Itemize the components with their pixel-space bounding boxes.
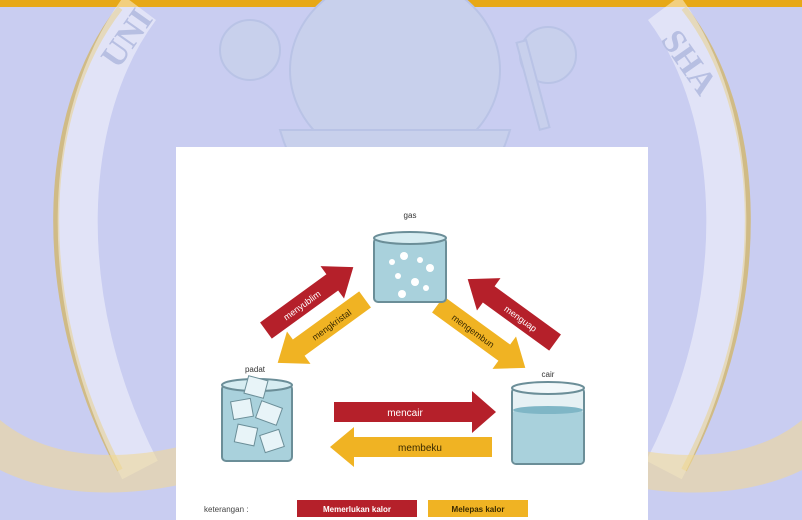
label-mencair: mencair [387,408,423,419]
label-membeku: membeku [398,443,442,454]
gas-beaker-body [374,238,446,302]
label-cair: cair [542,370,555,379]
legend-title: keterangan : [204,505,248,514]
beaker-cair: cair [512,370,584,464]
legend-absorb-label: Memerlukan kalor [323,505,391,514]
label-gas: gas [404,211,417,220]
legend-release-label: Melepas kalor [452,505,505,514]
label-padat: padat [245,365,266,374]
